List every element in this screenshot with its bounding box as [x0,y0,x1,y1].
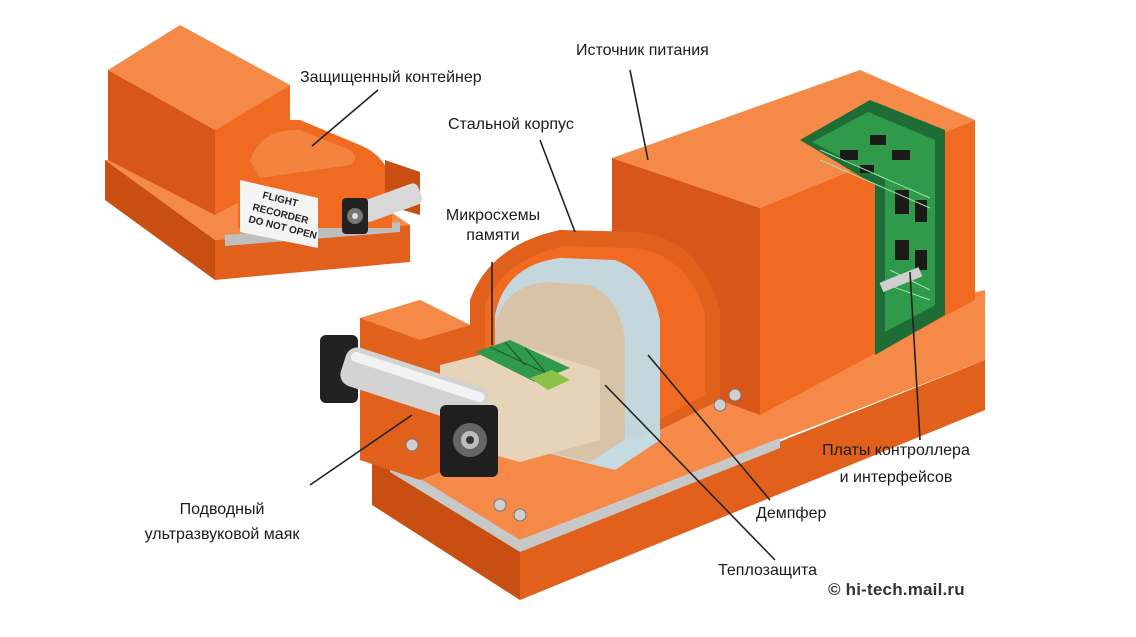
beacon-cylinder-shine [351,351,485,403]
label-power-source: Источник питания [576,42,709,59]
small-box-front [108,70,215,215]
memory-chip-highlight [530,370,570,390]
large-base-front [372,455,520,600]
leader-beacon [309,414,413,486]
leader-protected-container [311,89,379,147]
exploded-recorder [320,70,985,600]
beacon-end-center [466,436,474,444]
label-controller-boards-line1: Платы контроллера [822,442,970,459]
source-credit: © hi-tech.mail.ru [828,580,965,599]
small-base-front [105,160,215,280]
pcb-connector [879,267,923,293]
label-beacon-line2: ультразвуковой маяк [144,526,300,543]
leader-steel-case [539,139,576,233]
memory-chip-grid [489,341,551,376]
leader-lines [309,69,921,561]
bolts [405,388,742,522]
label-beacon-line1: Подводный [179,501,265,518]
large-base-gasket [390,438,780,552]
label-damper: Демпфер [756,505,827,522]
assembled-recorder: FLIGHT RECORDER DO NOT OPEN [105,25,423,280]
beacon-bracket-top [360,300,470,340]
small-label-patch [240,180,318,248]
leader-power-source [629,69,649,161]
label-memory-chips-line2: памяти [466,227,520,244]
small-box-top [108,25,290,130]
pcb-chips [840,135,927,270]
label-memory-chips: Микросхемы памяти [431,206,555,246]
label-steel-case: Стальной корпус [448,116,574,133]
pcb-traces [819,149,931,301]
label-controller-boards-line2: и интерфейсов [839,469,953,486]
label-heat-protection: Теплозащита [718,562,818,579]
label-memory-chips-line1: Микросхемы [445,207,541,224]
power-box-top [612,70,975,208]
small-beacon-cap-center [352,213,358,219]
leader-controller-boards [909,271,921,441]
label-controller-boards: Платы контроллера и интерфейсов [800,441,992,488]
small-container-highlight [250,129,355,178]
small-beacon-cylinder [359,183,423,222]
leader-damper [647,354,771,501]
label-beacon: Подводный ультразвуковой маяк [118,500,326,545]
label-protected-container: Защищенный контейнер [300,69,482,86]
leader-heat-protection [604,384,776,561]
